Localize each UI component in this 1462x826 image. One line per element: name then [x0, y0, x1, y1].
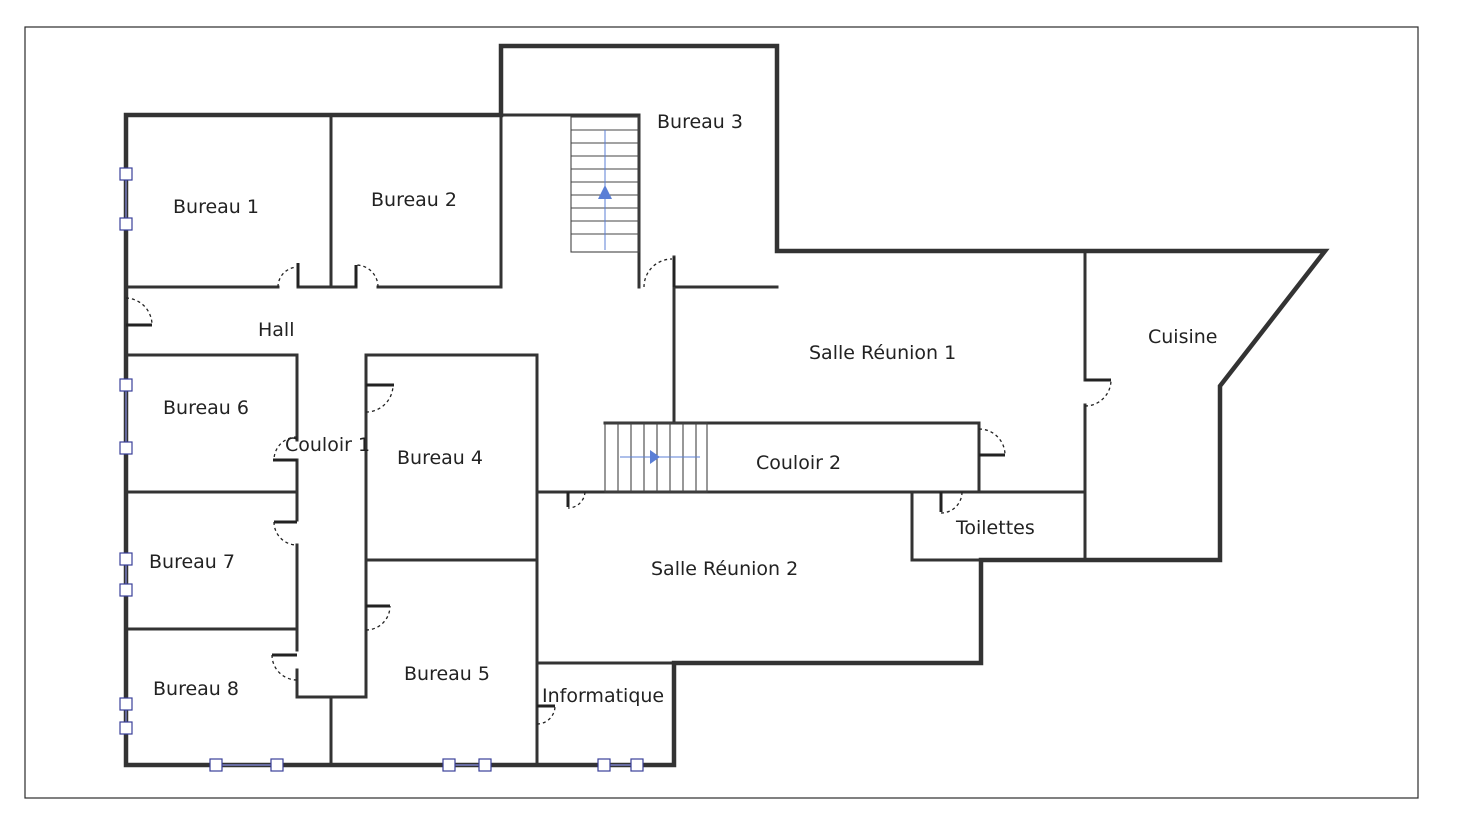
- door-salle-reunion-2: [566, 491, 586, 509]
- label-bureau-7: Bureau 7: [149, 551, 235, 573]
- door-bureau-3: [643, 257, 676, 288]
- door-salle-reunion-1: [978, 428, 1006, 457]
- window-bottom-1: [209, 758, 284, 772]
- label-hall: Hall: [258, 319, 295, 341]
- arrow-right-icon: [650, 450, 660, 464]
- exterior-walls: [123, 43, 1330, 768]
- plan-frame: [24, 26, 1419, 799]
- staircase-couloir-2: [604, 422, 708, 493]
- windows: [119, 167, 644, 772]
- window-bottom-3: [597, 758, 644, 772]
- label-cuisine: Cuisine: [1148, 326, 1218, 348]
- doors: [125, 257, 1112, 725]
- label-bureau-5: Bureau 5: [404, 663, 490, 685]
- door-bureau-8: [271, 653, 298, 681]
- arrow-up-icon: [598, 185, 612, 199]
- label-salle-reunion-2: Salle Réunion 2: [651, 558, 798, 580]
- label-bureau-2: Bureau 2: [371, 189, 457, 211]
- label-bureau-8: Bureau 8: [153, 678, 239, 700]
- label-bureau-1: Bureau 1: [173, 196, 259, 218]
- window-bureau-6: [119, 378, 133, 455]
- window-bureau-8: [119, 697, 133, 735]
- door-toilettes: [939, 491, 963, 514]
- label-toilettes: Toilettes: [955, 517, 1035, 539]
- label-couloir-2: Couloir 2: [756, 452, 841, 474]
- door-bureau-1: [277, 263, 300, 288]
- label-bureau-6: Bureau 6: [163, 397, 249, 419]
- door-bureau-6: [273, 436, 298, 462]
- window-bureau-1: [119, 167, 133, 231]
- label-couloir-1: Couloir 1: [285, 434, 370, 456]
- door-hall-entry: [125, 297, 153, 327]
- label-informatique: Informatique: [542, 685, 664, 707]
- door-bureau-4: [365, 383, 394, 413]
- door-informatique: [536, 704, 556, 725]
- label-salle-reunion-1: Salle Réunion 1: [809, 342, 956, 364]
- door-bureau-7: [273, 520, 298, 546]
- room-labels: Bureau 1 Bureau 2 Bureau 3 Hall Bureau 6…: [149, 111, 1218, 707]
- door-bureau-2: [354, 264, 379, 288]
- window-bureau-7: [119, 552, 133, 597]
- label-bureau-4: Bureau 4: [397, 447, 483, 469]
- door-bureau-5: [365, 604, 391, 631]
- window-bottom-2: [442, 758, 492, 772]
- door-cuisine: [1084, 378, 1112, 407]
- label-bureau-3: Bureau 3: [657, 111, 743, 133]
- staircase-main: [570, 116, 640, 253]
